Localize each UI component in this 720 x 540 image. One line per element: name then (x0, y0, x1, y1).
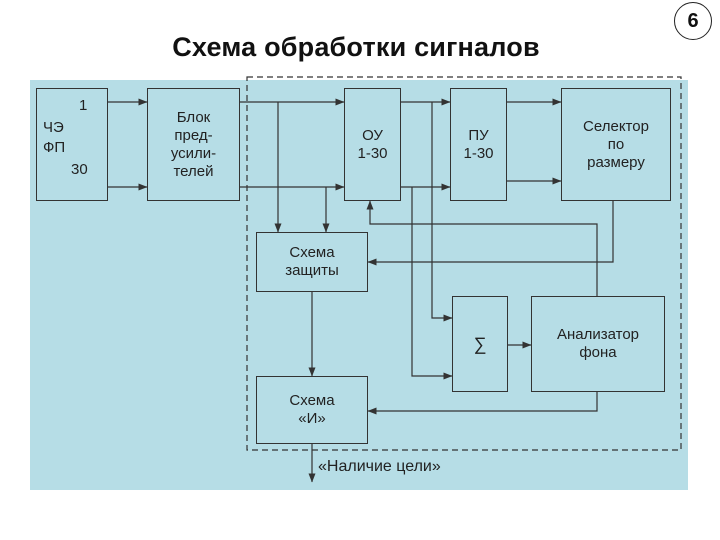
sensor-block: 1 ЧЭ ФП 30 (36, 88, 108, 201)
preamp-label-4: телей (173, 162, 214, 180)
analyzer-label-2: фона (579, 344, 617, 361)
arrow-ou-to-sum-top (431, 102, 453, 322)
preamp-label-2: пред- (174, 126, 213, 144)
arrow-analyzer-to-ou (366, 200, 598, 296)
ou-block: ОУ 1-30 (344, 88, 401, 201)
page-number-badge: 6 (674, 2, 712, 40)
arrow-ou-to-sum-bottom (411, 187, 453, 380)
selector-block: Селектор по размеру (561, 88, 671, 201)
sensor-label-1: ЧЭ (43, 119, 64, 136)
sensor-label-2: ФП (43, 139, 66, 156)
analyzer-block: Анализатор фона (531, 296, 665, 392)
arrow-analyzer-to-and (367, 392, 598, 415)
sensor-num-bottom: 30 (71, 161, 88, 178)
sum-symbol: ∑ (473, 334, 487, 354)
sensor-num-top: 1 (79, 97, 88, 114)
dashed-boundary (246, 76, 682, 451)
preamp-label-1: Блок (176, 108, 211, 126)
and-gate-block: Схема «И» (256, 376, 368, 444)
protection-label-1: Схема (289, 244, 335, 261)
ou-label-1: ОУ (362, 126, 383, 144)
selector-label-3: размеру (587, 153, 645, 171)
pu-label-2: 1-30 (463, 144, 494, 162)
selector-label-1: Селектор (583, 117, 649, 135)
and-gate-label-1: Схема (289, 392, 335, 409)
sum-block: ∑ (452, 296, 508, 392)
protection-block: Схема защиты (256, 232, 368, 292)
pu-label-1: ПУ (468, 126, 489, 144)
ou-label-2: 1-30 (357, 144, 388, 162)
protection-label-2: защиты (285, 262, 339, 279)
page-title: Схема обработки сигналов (172, 32, 540, 62)
selector-label-2: по (607, 135, 625, 153)
preamp-label-3: усили- (170, 144, 217, 162)
and-gate-label-2: «И» (298, 410, 326, 427)
arrow-selector-to-protection (367, 201, 614, 266)
analyzer-label-1: Анализатор (556, 326, 640, 343)
pu-block: ПУ 1-30 (450, 88, 507, 201)
output-label: «Наличие цели» (318, 458, 441, 475)
preamp-block: Блок пред- усили- телей (147, 88, 240, 201)
